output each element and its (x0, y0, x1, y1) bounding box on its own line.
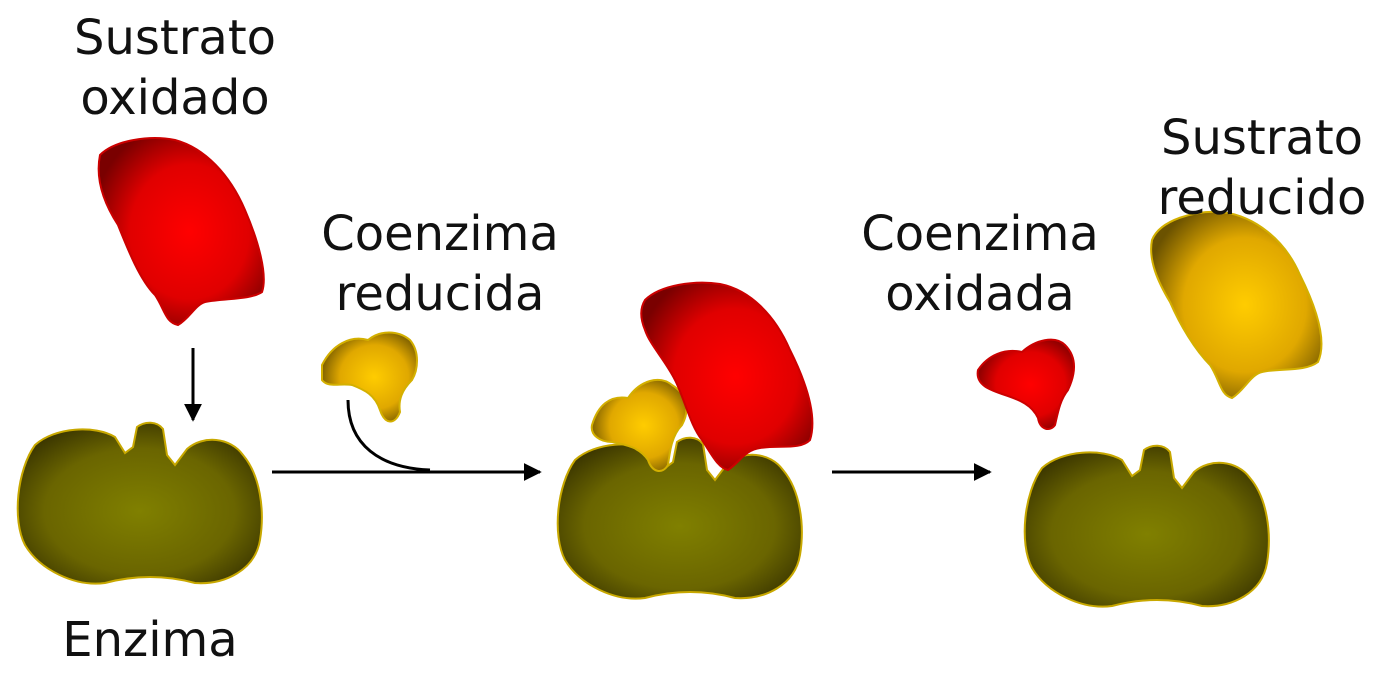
label-enzima: Enzima (45, 610, 255, 670)
oxidized-substrate-shape (99, 138, 264, 325)
oxidized-coenzyme-shape (978, 340, 1074, 429)
label-sustrato-oxidado: Sustrato oxidado (45, 8, 305, 128)
reduced-coenzyme-shape (322, 333, 417, 422)
enzyme-shape-right (1025, 446, 1269, 607)
label-coenzima-oxidada-line2: oxidada (845, 264, 1115, 324)
label-coenzima-reducida-line1: Coenzima (305, 204, 575, 264)
label-sustrato-reducido-line2: reducido (1145, 168, 1379, 228)
label-enzima-text: Enzima (45, 610, 255, 670)
reduced-substrate-shape (1151, 212, 1321, 398)
label-coenzima-oxidada: Coenzima oxidada (845, 204, 1115, 324)
label-coenzima-reducida-line2: reducida (305, 264, 575, 324)
label-sustrato-reducido-line1: Sustrato (1145, 108, 1379, 168)
enzyme-shape-left (18, 423, 262, 584)
label-coenzima-oxidada-line1: Coenzima (845, 204, 1115, 264)
enzyme-shape-middle (558, 438, 802, 599)
label-coenzima-reducida: Coenzima reducida (305, 204, 575, 324)
label-sustrato-oxidado-line1: Sustrato (45, 8, 305, 68)
label-sustrato-reducido: Sustrato reducido (1145, 108, 1379, 228)
label-sustrato-oxidado-line2: oxidado (45, 68, 305, 128)
